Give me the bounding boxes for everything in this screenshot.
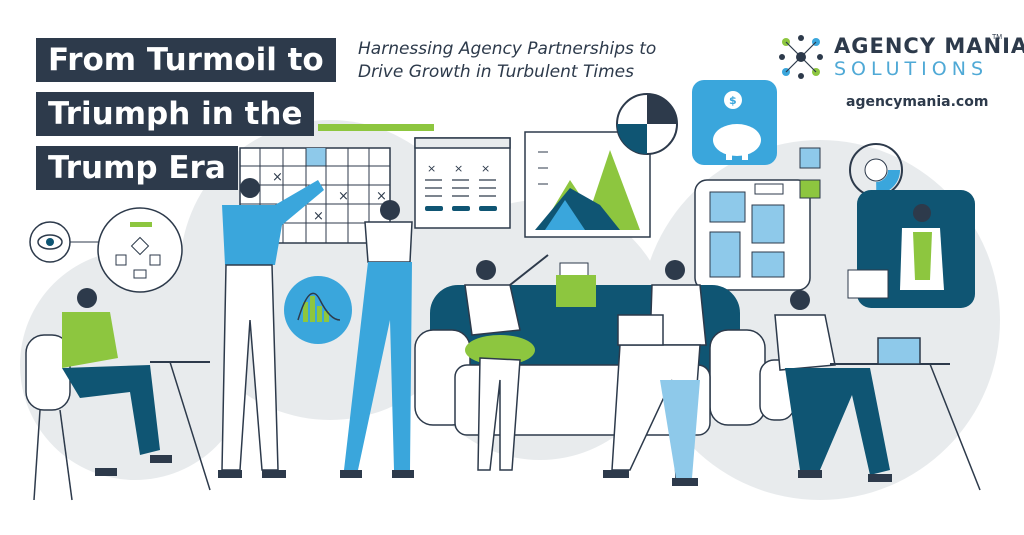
logo-icon (779, 35, 823, 79)
subtitle-line-2: Drive Growth in Turbulent Times (358, 62, 634, 82)
eye-icon (29, 221, 71, 263)
title-line-3: Trump Era (36, 146, 238, 190)
laptop-icon (877, 337, 921, 365)
piggy-bank-icon: $ (692, 80, 777, 165)
bar-chart-icon (284, 276, 352, 344)
subtitle-line-1: Harnessing Agency Partnerships to (358, 39, 657, 59)
website-link[interactable]: agencymania.com (846, 94, 989, 110)
person-seated-left (25, 288, 211, 501)
person-seated-right (759, 290, 981, 491)
person-standing-writing (340, 200, 414, 478)
svg-text:×: × (313, 209, 324, 224)
trademark: TM (992, 34, 1003, 41)
svg-text:×: × (481, 162, 490, 175)
title-line-2: Triumph in the (36, 92, 315, 136)
title-line-1: From Turmoil to (36, 38, 336, 82)
svg-text:×: × (427, 162, 436, 175)
subtitle: Harnessing Agency Partnerships to Drive … (358, 38, 656, 84)
folder-icon (556, 262, 596, 307)
dollar-icon (724, 91, 742, 109)
video-call-tile (847, 190, 975, 308)
sticky-note (799, 179, 821, 199)
brand-name: AGENCY MANIA (834, 34, 1024, 58)
person-standing-pointing (218, 178, 324, 478)
svg-text:×: × (272, 170, 283, 185)
svg-text:×: × (338, 189, 349, 204)
donut-chart-icon (849, 143, 903, 197)
svg-text:$: $ (729, 94, 737, 107)
svg-text:×: × (454, 162, 463, 175)
mountain-chart-icon (524, 131, 651, 238)
dashboard-panel (694, 179, 811, 291)
pie-chart-icon (616, 93, 678, 155)
checklist-window: × × × (318, 124, 511, 229)
svg-text:×: × (376, 189, 387, 204)
sticky-note (799, 147, 821, 169)
laptop-icon (617, 314, 664, 346)
person-on-sofa-left (464, 254, 549, 471)
flowchart-icon (97, 207, 183, 293)
person-on-sofa-right (603, 260, 707, 486)
brand-subtitle: SOLUTIONS (834, 58, 988, 80)
